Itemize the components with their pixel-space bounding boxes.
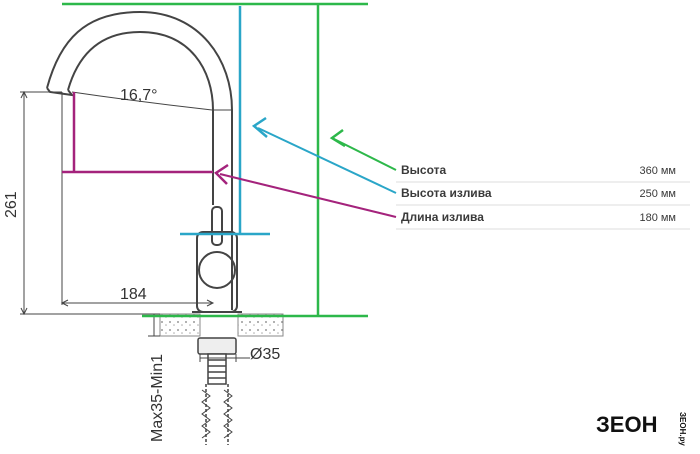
spec-row-height: Высота 360 мм	[396, 163, 690, 183]
height-261-label: 261	[3, 191, 20, 218]
faucet-spout-inner	[67, 30, 214, 205]
magenta-arrow	[214, 163, 397, 218]
logo-sub: ЗЕОН.ру	[678, 412, 687, 446]
mounting-shank	[207, 353, 227, 385]
faucet-outline	[46, 10, 242, 313]
countertop-label: Max35-Min1	[149, 354, 166, 442]
supply-hoses	[201, 384, 233, 445]
spec-value: 360 мм	[639, 165, 676, 177]
faucet-knob	[198, 251, 236, 289]
pointer-arrows	[214, 116, 397, 218]
dim-angle-arc	[71, 91, 213, 111]
faucet-tip	[46, 87, 75, 97]
spec-label: Высота	[401, 163, 446, 177]
reach-markers-magenta	[62, 92, 213, 174]
spec-row-spout-length: Длина излива 180 мм	[396, 210, 690, 230]
spec-value: 250 мм	[639, 188, 676, 200]
green-arrow	[329, 128, 397, 171]
spec-label: Высота излива	[401, 186, 492, 200]
angle-label: 16,7°	[120, 87, 158, 104]
mounting-nut	[197, 337, 237, 355]
countertop	[159, 313, 284, 337]
spec-value: 180 мм	[639, 212, 676, 224]
hole-diameter-label: Ø35	[250, 346, 280, 363]
dimension-labels: 16,7° 261 184 Ø35 Max35-Min1	[3, 87, 280, 442]
height-markers-cyan	[180, 6, 270, 236]
faucet-spout-outer	[46, 10, 233, 310]
cyan-arrow	[251, 116, 397, 194]
logo-main: ЗЕОН	[596, 412, 657, 437]
faucet-lever	[211, 206, 223, 246]
reach-184-label: 184	[120, 286, 147, 303]
spec-table: Высота 360 мм Высота излива 250 мм Длина…	[396, 163, 690, 230]
countertop-right	[237, 313, 284, 337]
brand-logo: ЗЕОН ЗЕОН.ру	[596, 412, 687, 446]
dimension-lines	[20, 90, 250, 362]
height-markers-green	[62, 2, 368, 318]
countertop-left	[159, 313, 201, 337]
spec-label: Длина излива	[401, 210, 484, 224]
spec-row-spout-height: Высота излива 250 мм	[396, 186, 690, 206]
mounting-hardware	[197, 337, 237, 385]
